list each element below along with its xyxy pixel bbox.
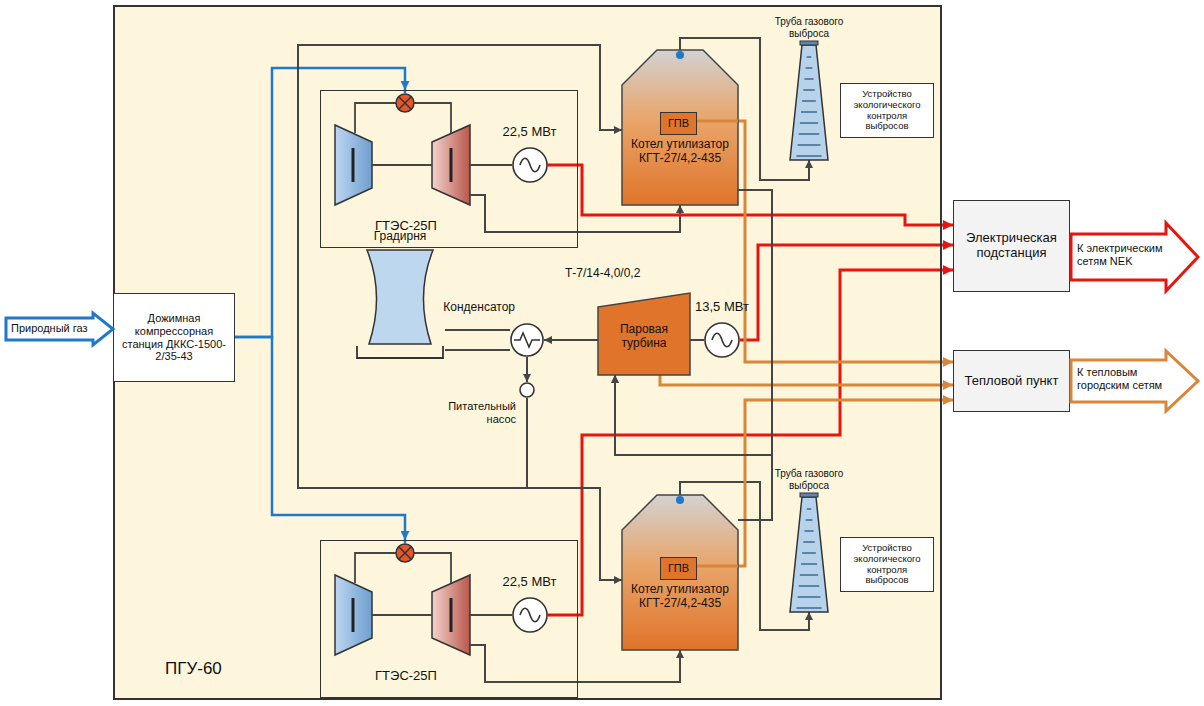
node-label: ГПВ <box>668 117 689 130</box>
plant-frame: ПГУ-60 Дожимная компрессорная станция ДКК… <box>113 5 942 700</box>
node-label: Питательный насос <box>444 400 516 425</box>
flow-line <box>544 339 598 341</box>
flow-line <box>548 270 954 615</box>
stack-symbol <box>790 497 828 612</box>
node-label: Природный газ <box>11 322 96 335</box>
node-label: Конденсатор <box>425 301 515 315</box>
boiler-shape: Котел утилизатор КГТ-27/4,2-435 ГПВ <box>622 495 738 650</box>
node-label: ПГУ-60 <box>165 659 265 679</box>
gas-turbine-unit <box>335 90 578 232</box>
unit-frame: ГТЭС-25П22,5 МВт <box>320 90 578 248</box>
output-arrow: К тепловым городским сетям <box>1070 350 1200 412</box>
cooling-tower: Градирня <box>355 250 445 360</box>
node-label: Устройство экологического контроля выбро… <box>845 543 929 587</box>
node-label: ГПВ <box>668 562 689 575</box>
pump-symbol: Питательный насос <box>519 382 535 398</box>
node-label: Тепловой пункт <box>965 374 1059 389</box>
heater-box: ГПВ <box>660 112 697 135</box>
generator-symbol <box>512 147 548 183</box>
stack-symbol: Труба газового выброса <box>790 45 828 160</box>
output-arrow: К электрическим сетям NEK <box>1070 222 1200 292</box>
flow-line <box>690 339 704 341</box>
flow-line <box>578 205 680 232</box>
node-label: Электрическая подстанция <box>958 231 1065 261</box>
node-label: Паровая турбина <box>598 323 690 351</box>
stack-symbol <box>790 45 828 160</box>
flow-line <box>235 337 405 540</box>
node-label: Устройство экологического контроля выбро… <box>845 89 929 133</box>
node-label: 22,5 МВт <box>498 125 562 140</box>
flow-line <box>445 349 510 351</box>
flow-line <box>548 165 954 225</box>
flow-line <box>526 357 528 382</box>
pump-symbol <box>519 382 535 398</box>
flow-line <box>578 650 680 682</box>
monitor-box: Устройство экологического контроля выбро… <box>840 537 934 592</box>
condenser-symbol: Конденсатор <box>510 323 544 357</box>
flow-line <box>660 375 953 385</box>
input-arrow: Природный газ <box>5 312 115 346</box>
flow-line <box>527 398 622 580</box>
substation-box: Электрическая подстанция <box>953 200 1070 292</box>
boiler-shape: Котел утилизатор КГТ-27/4,2-435 ГПВ <box>622 50 738 205</box>
generator-symbol <box>704 322 740 358</box>
node-label: Котел утилизатор КГТ-27/4,2-435 <box>625 138 735 166</box>
node-label: Дожимная компрессорная станция ДККС-1500… <box>118 312 230 363</box>
node-label: Котел утилизатор КГТ-27/4,2-435 <box>625 583 735 611</box>
unit-frame: ГТЭС-25П 22,5 МВт <box>320 540 578 698</box>
generator-symbol: 13,5 МВт <box>704 322 740 358</box>
heater-box: ГПВ <box>660 557 697 580</box>
node-label: 13,5 МВт <box>690 300 754 315</box>
node-label: Труба газового выброса <box>769 16 849 39</box>
generator-symbol: 22,5 МВт <box>512 147 548 183</box>
monitor-box: Устройство экологического контроля выбро… <box>840 83 934 138</box>
node-label: ГТЭС-25П <box>361 669 451 684</box>
process-box: Дожимная компрессорная станция ДККС-1500… <box>113 293 235 382</box>
stack-symbol: Труба газового выброса <box>790 497 828 612</box>
generator-symbol <box>512 597 548 633</box>
flow-line <box>445 329 510 331</box>
heat-point-box: Тепловой пункт <box>953 350 1070 412</box>
generator-symbol: 22,5 МВт <box>512 597 548 633</box>
plant-ground <box>113 5 942 700</box>
steam-turbine: Т-7/14-4,0/0,2Паровая турбина <box>598 293 690 375</box>
node-label: Градирня <box>355 230 445 244</box>
node-label: Труба газового выброса <box>769 468 849 491</box>
condenser-symbol <box>510 323 544 357</box>
node-label: Т-7/14-4,0/0,2 <box>565 267 685 281</box>
node-label: К электрическим сетям NEK <box>1077 242 1167 267</box>
node-label: 22,5 МВт <box>498 575 562 590</box>
cooling-tower <box>355 250 445 360</box>
node-label: К тепловым городским сетям <box>1077 366 1167 391</box>
